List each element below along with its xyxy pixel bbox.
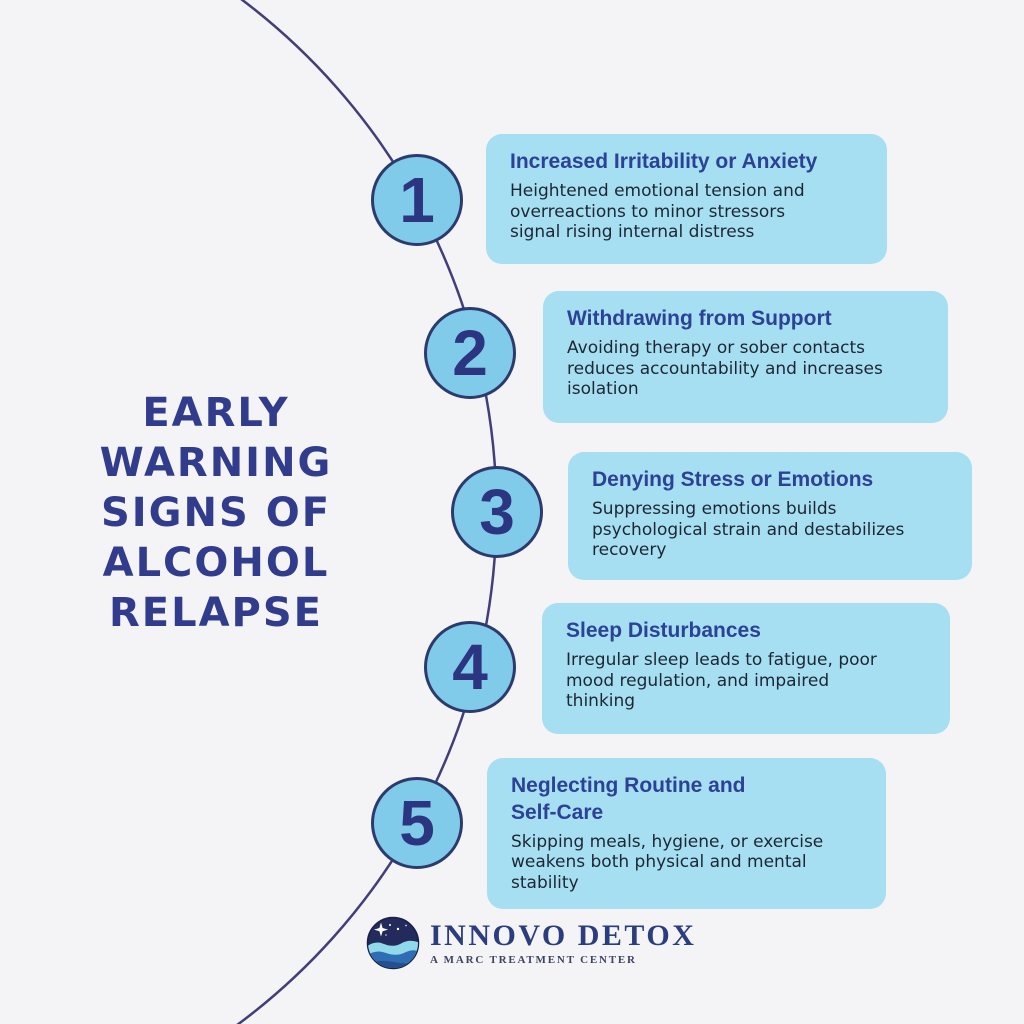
step-card-1: Increased Irritability or Anxiety Height…: [486, 134, 887, 264]
step-title: Increased Irritability or Anxiety: [510, 150, 818, 173]
step-number: 2: [452, 317, 488, 389]
step-number-badge-2: 2: [424, 307, 516, 399]
step-description: Heightened emotional tension and overrea…: [510, 180, 805, 243]
brand-logo: INNOVO DETOX A MARC TREATMENT CENTER: [366, 916, 696, 970]
step-number: 3: [479, 476, 515, 548]
logo-name: INNOVO DETOX: [430, 919, 697, 953]
step-title: Neglecting Routine and Self-Care: [511, 774, 746, 824]
step-description: Skipping meals, hygiene, or exercise wea…: [511, 831, 824, 894]
step-number: 1: [399, 164, 435, 236]
step-description: Irregular sleep leads to fatigue, poor m…: [566, 649, 877, 712]
step-number-badge-1: 1: [371, 154, 463, 246]
step-number-badge-4: 4: [424, 621, 516, 713]
step-card-3: Denying Stress or Emotions Suppressing e…: [568, 452, 972, 580]
page-title: EARLY WARNING SIGNS OF ALCOHOL RELAPSE: [99, 390, 333, 636]
step-number-badge-5: 5: [371, 777, 463, 869]
step-description: Suppressing emotions builds psychologica…: [592, 498, 905, 561]
logo-text-block: INNOVO DETOX A MARC TREATMENT CENTER: [430, 920, 696, 966]
step-title: Withdrawing from Support: [567, 307, 832, 330]
step-title: Denying Stress or Emotions: [592, 468, 874, 491]
innovo-detox-logo-icon: [366, 916, 420, 970]
logo-tagline: A MARC TREATMENT CENTER: [430, 953, 637, 966]
step-number: 5: [399, 787, 435, 859]
step-card-4: Sleep Disturbances Irregular sleep leads…: [542, 603, 950, 734]
step-number-badge-3: 3: [451, 466, 543, 558]
step-card-2: Withdrawing from Support Avoiding therap…: [543, 291, 948, 423]
step-card-5: Neglecting Routine and Self-Care Skippin…: [487, 758, 886, 909]
step-number: 4: [452, 631, 488, 703]
step-description: Avoiding therapy or sober contacts reduc…: [567, 337, 883, 400]
step-title: Sleep Disturbances: [566, 619, 761, 642]
